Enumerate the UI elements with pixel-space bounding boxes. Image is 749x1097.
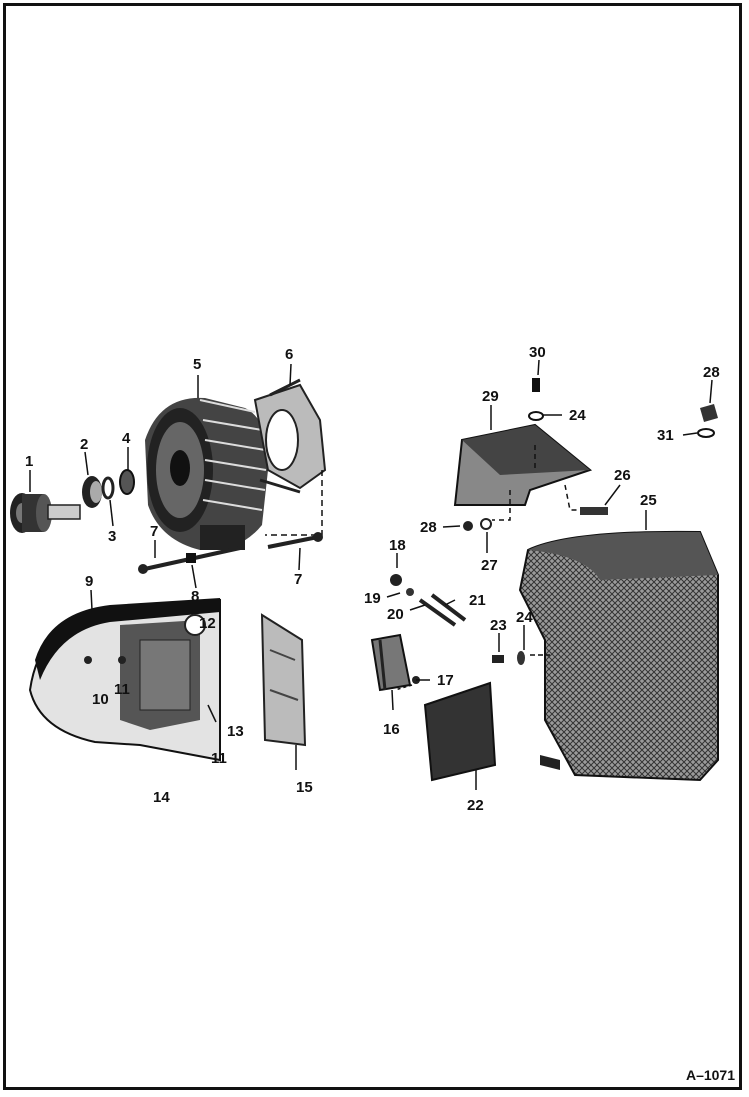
engine-cover-part [518,530,719,782]
callout-19: 19 [364,590,381,607]
figure-reference-label: A–1071 [685,1067,735,1083]
panel-part [423,681,497,782]
callout-11b: 11 [211,750,227,767]
callout-8: 8 [191,588,199,605]
clamp-part [370,633,412,692]
callout-17: 17 [437,672,454,689]
callout-7a: 7 [150,523,158,540]
callout-16: 16 [383,721,400,738]
callout-7b: 7 [294,571,302,588]
leader-lines [29,359,713,790]
callout-13: 13 [227,723,244,740]
callout-22: 22 [467,797,484,814]
callout-9: 9 [85,573,93,590]
callout-24b: 24 [569,407,586,424]
callout-26: 26 [614,467,631,484]
callout-30: 30 [529,344,546,361]
callout-15: 15 [296,779,313,796]
callout-6: 6 [285,346,293,363]
callout-28b: 28 [703,364,720,381]
callout-20: 20 [387,606,404,623]
callout-1: 1 [25,453,33,470]
nut-part [186,553,196,563]
callout-10: 10 [92,691,109,708]
callout-21: 21 [469,592,486,609]
callout-3: 3 [108,528,116,545]
bolt-part [267,535,319,549]
callout-29: 29 [482,388,499,405]
cover-leader-dashed [492,445,580,521]
callout-5: 5 [193,356,201,373]
callout-14: 14 [153,789,170,806]
callout-28a: 28 [420,519,437,536]
callout-2: 2 [80,436,88,453]
washer-part [119,469,135,495]
spacer-ring-part [101,476,115,500]
upper-cover-part [453,423,593,506]
callout-12: 12 [199,615,216,632]
callout-4: 4 [122,430,131,447]
fan-part [253,378,327,494]
callout-23: 23 [490,617,507,634]
callout-24a: 24 [516,609,533,626]
callout-18: 18 [389,537,406,554]
bracket-part [260,613,307,747]
callout-27: 27 [481,557,498,574]
pulley-part [10,493,81,533]
callout-11a: 11 [114,681,130,698]
callout-31: 31 [657,427,674,444]
callout-25: 25 [640,492,657,509]
alternator-housing-part [145,397,269,550]
bearing-part [82,476,102,508]
shroud-part [28,598,221,762]
